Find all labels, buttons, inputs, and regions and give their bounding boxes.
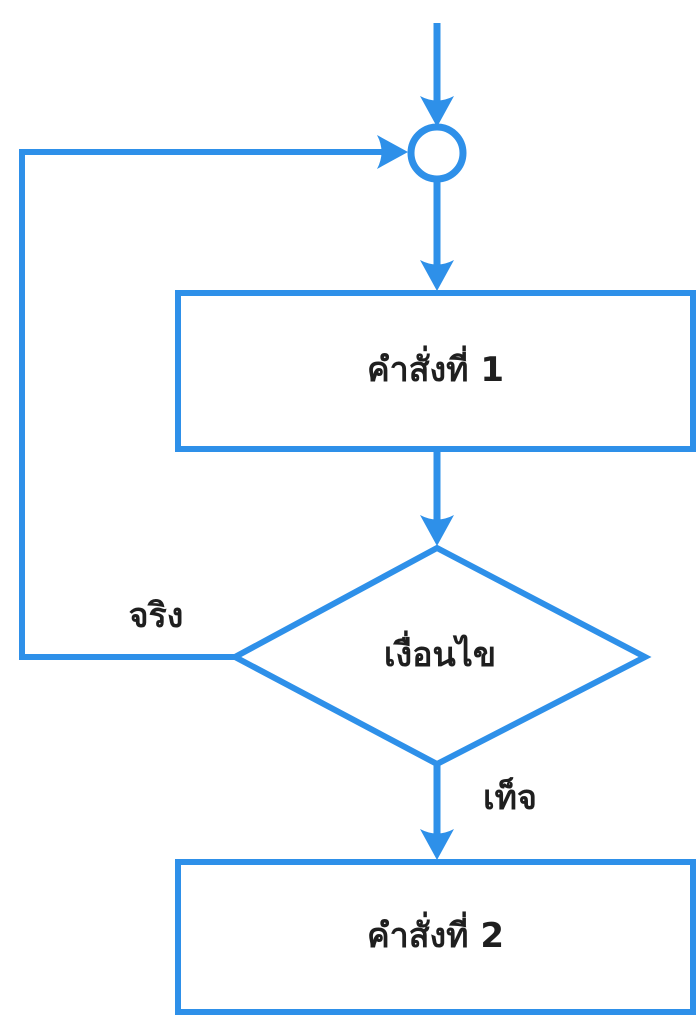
arrowhead-into-connector-top	[420, 96, 454, 127]
arrowhead-into-step2	[420, 829, 454, 860]
condition-diamond	[228, 544, 652, 768]
arrowhead-into-condition	[420, 515, 454, 546]
arrowhead-into-step1	[420, 260, 454, 291]
step1-box	[175, 290, 696, 452]
connector-circle	[407, 123, 467, 183]
edge-condition-to-connector-loop	[19, 149, 398, 660]
arrowhead-loop-into-connector	[377, 135, 408, 169]
step2-box	[175, 859, 696, 1015]
